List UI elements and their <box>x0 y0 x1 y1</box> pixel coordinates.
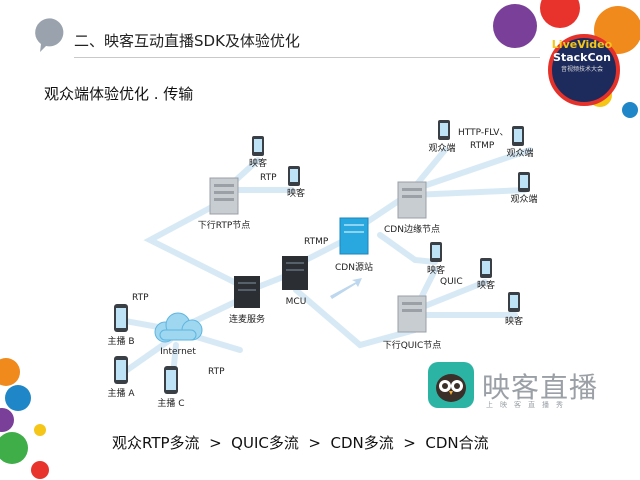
protocol-label: QUIC <box>440 277 463 287</box>
conference-line1: LiveVideo <box>551 38 613 51</box>
cdn-edge-server-icon <box>397 181 427 219</box>
internet-label: Internet <box>160 347 196 357</box>
conference-line2: StackCon <box>553 51 611 64</box>
cdn-origin-label: CDN源站 <box>335 261 373 273</box>
section-subtitle: 观众端体验优化 . 传输 <box>44 85 194 103</box>
phone-label: 主播 B <box>107 335 134 347</box>
phone-label: 主播 C <box>157 397 184 409</box>
deco-bubble-purple-bl <box>0 408 14 432</box>
brand-name: 映客直播 <box>482 371 599 404</box>
stream-evolution-text: 观众RTP多流 > QUIC多流 > CDN多流 > CDN合流 <box>112 434 489 452</box>
internet-cloud-icon <box>154 312 203 343</box>
link-service-server-icon <box>234 276 260 308</box>
deco-bubble-orange-bl <box>0 358 20 386</box>
phone-label: 观众端 <box>506 147 533 159</box>
conference-badge <box>548 34 620 106</box>
phone-label: 映客 <box>427 264 445 276</box>
phone-screens <box>116 123 528 390</box>
link-hosts-internet <box>117 292 253 388</box>
protocol-label: HTTP-FLV、 <box>458 128 508 138</box>
phone-label: 观众端 <box>428 142 455 154</box>
protocol-label: RTMP <box>470 141 495 151</box>
mcu-label: MCU <box>286 297 307 307</box>
protocol-label: RTP <box>260 173 277 183</box>
rtp-edge-server-icon <box>209 177 239 215</box>
cdn-origin-server-icon <box>339 217 369 255</box>
quic-edge-label: 下行QUIC节点 <box>383 339 442 351</box>
phone-label: 观众端 <box>510 193 537 205</box>
conference-logo: LiveVideo StackCon 音视频技术大会 <box>548 38 616 73</box>
brand-logo-icon <box>428 362 474 408</box>
link-rtp-edge-service <box>143 197 253 293</box>
deco-bubble-red-bl <box>31 461 49 479</box>
deco-bubble-green-bl <box>0 432 28 464</box>
title-divider <box>74 57 540 58</box>
mcu-server-icon <box>282 256 308 290</box>
conference-line3: 音视频技术大会 <box>560 66 603 73</box>
phone-label: 映客 <box>287 187 305 199</box>
link-quic-viewers <box>412 267 518 318</box>
link-quic-mcu <box>293 287 418 349</box>
deco-bubble-red <box>540 0 580 28</box>
protocol-label: RTMP <box>304 237 329 247</box>
arrow-icon <box>330 278 362 299</box>
link-cdn-quic <box>377 232 438 265</box>
cdn-edge-label: CDN边缘节点 <box>384 223 440 235</box>
phone-label: 主播 A <box>107 387 135 399</box>
rtp-edge-label: 下行RTP节点 <box>198 219 251 231</box>
protocol-label: RTP <box>132 293 149 303</box>
deco-bubble-purple <box>493 4 537 48</box>
brand-tagline: 上映客直播秀 <box>486 401 570 409</box>
deco-bubble-blue-bl <box>5 385 31 411</box>
header-bubble-icon <box>35 18 64 52</box>
deco-bubble-blue <box>622 102 638 118</box>
phone-label: 映客 <box>505 315 523 327</box>
link-service-label: 连麦服务 <box>229 313 265 325</box>
phone-label: 映客 <box>477 279 495 291</box>
owl-icon <box>436 374 466 402</box>
page-title: 二、映客互动直播SDK及体验优化 <box>74 32 300 50</box>
phone-label: 映客 <box>249 157 267 169</box>
protocol-label: RTP <box>208 367 225 377</box>
deco-bubble-yellow-bl <box>34 424 46 436</box>
quic-edge-server-icon <box>397 295 427 333</box>
